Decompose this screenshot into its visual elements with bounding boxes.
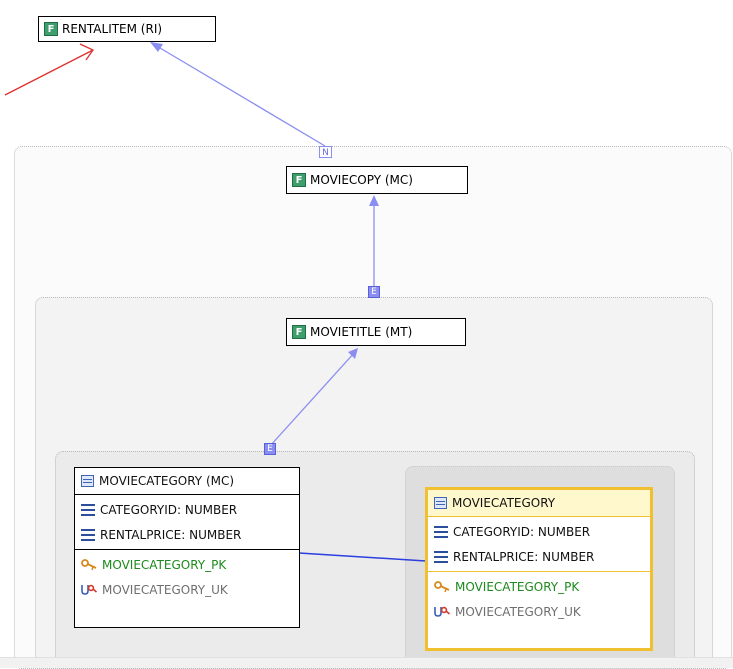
- key-row-unique[interactable]: MOVIECATEGORY_UK: [75, 577, 299, 602]
- table-icon: [81, 475, 94, 487]
- key-row-primary[interactable]: MOVIECATEGORY_PK: [75, 552, 299, 577]
- primary-key-icon: [81, 559, 97, 571]
- node-label: MOVIECOPY (MC): [310, 173, 413, 187]
- column-list: CATEGORYID: NUMBER RENTALPRICE: NUMBER: [428, 517, 650, 572]
- primary-key-icon: [434, 581, 450, 593]
- column-icon: [81, 503, 95, 516]
- key-label: MOVIECATEGORY_PK: [455, 579, 580, 594]
- key-label: MOVIECATEGORY_UK: [102, 582, 228, 597]
- node-rentalitem[interactable]: F RENTALITEM (RI): [38, 16, 216, 42]
- column-label: CATEGORYID: NUMBER: [100, 502, 238, 517]
- key-list: MOVIECATEGORY_PK MOVIECATEGORY_UK: [75, 550, 299, 604]
- key-row-primary[interactable]: MOVIECATEGORY_PK: [428, 574, 650, 599]
- table-icon: [434, 497, 447, 509]
- column-row[interactable]: CATEGORYID: NUMBER: [75, 497, 299, 522]
- edge-red: [4, 49, 94, 96]
- canvas-bottom-edge: [0, 657, 733, 668]
- fact-table-icon: F: [292, 173, 306, 187]
- node-movietitle[interactable]: F MOVIETITLE (MT): [286, 318, 466, 346]
- fact-table-icon: F: [44, 22, 58, 36]
- marker-e-label: E: [267, 444, 273, 454]
- column-icon: [434, 550, 448, 563]
- table-moviecategory-selected[interactable]: MOVIECATEGORY CATEGORYID: NUMBER RENTALP…: [425, 487, 653, 651]
- column-label: RENTALPRICE: NUMBER: [453, 549, 595, 564]
- column-row[interactable]: CATEGORYID: NUMBER: [428, 519, 650, 544]
- column-label: CATEGORYID: NUMBER: [453, 524, 591, 539]
- column-row[interactable]: RENTALPRICE: NUMBER: [428, 544, 650, 569]
- table-title: MOVIECATEGORY: [452, 496, 556, 510]
- node-moviecopy[interactable]: F MOVIECOPY (MC): [286, 166, 468, 194]
- key-row-unique[interactable]: MOVIECATEGORY_UK: [428, 599, 650, 624]
- edge-red-arrow: [79, 43, 94, 61]
- marker-e-movietitle[interactable]: E: [264, 443, 276, 455]
- unique-key-icon: [81, 584, 97, 595]
- key-label: MOVIECATEGORY_UK: [455, 604, 581, 619]
- table-moviecategory-mc[interactable]: MOVIECATEGORY (MC) CATEGORYID: NUMBER RE…: [74, 467, 300, 628]
- key-list: MOVIECATEGORY_PK MOVIECATEGORY_UK: [428, 572, 650, 626]
- marker-e-label: E: [371, 287, 377, 297]
- column-icon: [434, 525, 448, 538]
- marker-e-moviecopy[interactable]: E: [368, 286, 380, 298]
- column-row[interactable]: RENTALPRICE: NUMBER: [75, 522, 299, 547]
- column-list: CATEGORYID: NUMBER RENTALPRICE: NUMBER: [75, 495, 299, 550]
- table-title: MOVIECATEGORY (MC): [99, 474, 235, 488]
- key-label: MOVIECATEGORY_PK: [102, 557, 227, 572]
- column-label: RENTALPRICE: NUMBER: [100, 527, 242, 542]
- marker-n-label: N: [322, 148, 329, 158]
- marker-n[interactable]: N: [319, 146, 332, 158]
- column-icon: [81, 528, 95, 541]
- node-label: MOVIETITLE (MT): [310, 325, 413, 339]
- table-header[interactable]: MOVIECATEGORY: [428, 490, 650, 517]
- fact-table-icon: F: [292, 325, 306, 339]
- node-label: RENTALITEM (RI): [62, 22, 163, 36]
- edge-moviecopy-rentalitem: [154, 44, 326, 147]
- arrow-to-rentalitem: [150, 42, 163, 52]
- unique-key-icon: [434, 606, 450, 617]
- table-header[interactable]: MOVIECATEGORY (MC): [75, 468, 299, 495]
